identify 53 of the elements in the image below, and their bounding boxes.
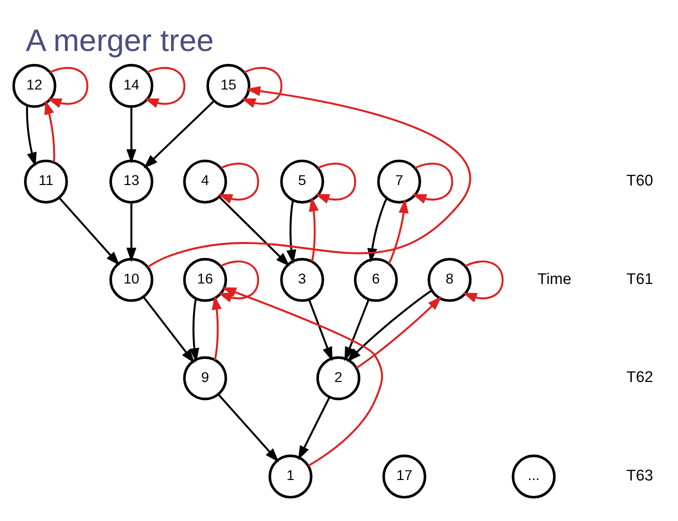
node-circle: 1 — [268, 454, 312, 499]
arrow — [142, 296, 195, 364]
node-circle: 16 — [183, 258, 228, 302]
label: T63 — [626, 468, 654, 485]
node-circle: 3 — [280, 258, 324, 302]
node-circle: 12 — [12, 64, 56, 108]
arrow — [126, 202, 136, 262]
arrow — [412, 162, 454, 204]
arrow — [346, 290, 432, 362]
node-circle: 9 — [183, 356, 228, 400]
arrow — [212, 295, 222, 360]
arrow — [44, 100, 56, 162]
node-circle: 8 — [428, 258, 472, 302]
arrow — [356, 296, 442, 369]
arrow — [218, 394, 279, 462]
arrow — [147, 86, 471, 268]
arrow — [26, 106, 37, 167]
arrow — [218, 260, 260, 302]
arrow — [298, 396, 330, 460]
arrow — [344, 299, 370, 362]
arrow — [144, 100, 215, 169]
arrow — [315, 162, 356, 204]
arrow — [144, 66, 186, 108]
label: T62 — [626, 369, 654, 386]
node-circle: 15 — [206, 64, 250, 108]
node-circle: 14 — [109, 64, 154, 108]
node-circle: ... — [512, 454, 556, 499]
arrow — [308, 299, 332, 362]
arrow — [47, 66, 88, 108]
label: T60 — [626, 172, 654, 190]
arrow — [241, 66, 282, 108]
node-circle: 17 — [382, 454, 426, 499]
arrow — [218, 196, 290, 266]
arrow — [218, 162, 260, 204]
label: T61 — [626, 270, 654, 288]
arrow — [222, 287, 383, 467]
arrow — [462, 260, 504, 302]
node-circle: 6 — [354, 258, 398, 302]
arrow — [308, 197, 319, 262]
node-circle: 13 — [109, 160, 154, 204]
node-circle: 2 — [316, 356, 360, 400]
arrow — [126, 106, 136, 164]
diagram-title: A merger tree — [26, 23, 214, 58]
arrow — [286, 200, 296, 264]
node-circle: 5 — [280, 160, 324, 204]
node-circle: 11 — [24, 160, 68, 204]
label: Time — [537, 270, 572, 288]
node-circle: 4 — [183, 160, 228, 204]
arrow — [58, 197, 120, 266]
arrow — [189, 298, 200, 362]
node-circle: 10 — [109, 258, 154, 302]
arrow — [388, 198, 409, 264]
node-circle: 7 — [377, 160, 422, 204]
